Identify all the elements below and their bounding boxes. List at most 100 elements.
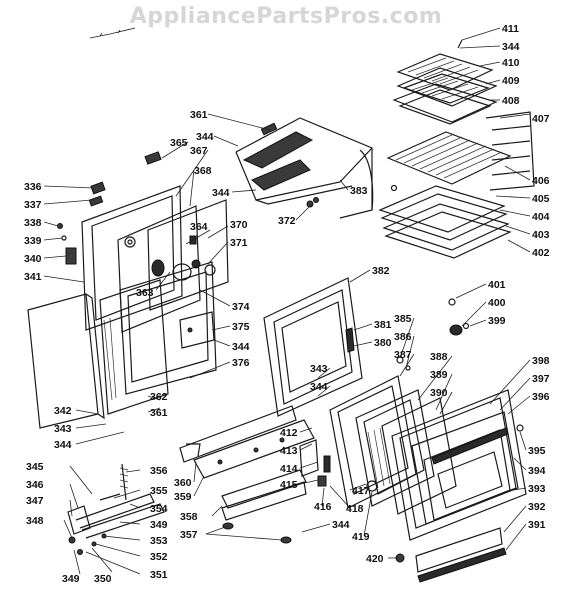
callout-420: 420 [366, 553, 384, 565]
callout-394: 394 [528, 465, 546, 477]
callout-410: 410 [502, 57, 520, 69]
callout-361: 361 [190, 109, 208, 121]
callout-385: 385 [394, 313, 412, 325]
broiler-pan-group [392, 39, 498, 125]
callout-342: 342 [54, 405, 72, 417]
leader-lines [43, 27, 531, 575]
callout-359: 359 [174, 491, 192, 503]
callout-351: 351 [150, 569, 168, 581]
callout-387: 387 [394, 349, 412, 361]
callout-401: 401 [488, 279, 506, 291]
callout-407: 407 [532, 113, 550, 125]
callout-398: 398 [532, 355, 550, 367]
callout-405: 405 [532, 193, 550, 205]
callout-350: 350 [94, 573, 112, 585]
callout-354: 354 [150, 503, 168, 515]
callout-367: 367 [190, 145, 208, 157]
hinge-mechanism-group [67, 463, 165, 555]
callout-382: 382 [372, 265, 390, 277]
callout-414: 414 [280, 463, 298, 475]
callout-340: 340 [24, 253, 42, 265]
callout-349: 349 [150, 519, 168, 531]
callout-383: 383 [350, 185, 368, 197]
callout-344: 344 [196, 131, 214, 143]
knob-hardware-group [448, 298, 470, 336]
callout-386: 386 [394, 331, 412, 343]
callout-339: 339 [24, 235, 42, 247]
kick-panel-group [415, 527, 507, 583]
callout-415: 415 [280, 479, 298, 491]
callout-343: 343 [310, 363, 328, 375]
callout-372: 372 [278, 215, 296, 227]
callout-396: 396 [532, 391, 550, 403]
callout-402: 402 [532, 247, 550, 259]
callout-355: 355 [150, 485, 168, 497]
callout-413: 413 [280, 445, 298, 457]
callout-374: 374 [232, 301, 250, 313]
header-scribble [89, 27, 136, 39]
callout-389: 389 [430, 369, 448, 381]
callout-352: 352 [150, 551, 168, 563]
callout-412: 412 [280, 427, 298, 439]
callout-381: 381 [374, 319, 392, 331]
callout-344: 344 [502, 41, 520, 53]
callout-411: 411 [502, 23, 519, 35]
callout-409: 409 [502, 75, 520, 87]
callout-400: 400 [488, 297, 506, 309]
callout-344: 344 [332, 519, 350, 531]
callout-364: 364 [190, 221, 208, 233]
callout-408: 408 [502, 95, 520, 107]
callout-392: 392 [528, 501, 546, 513]
callout-356: 356 [150, 465, 168, 477]
door-glass-group [329, 356, 457, 515]
callout-344: 344 [54, 439, 72, 451]
callout-353: 353 [150, 535, 168, 547]
callout-360: 360 [174, 477, 192, 489]
callout-403: 403 [532, 229, 550, 241]
callout-363: 363 [136, 287, 154, 299]
callout-380: 380 [374, 337, 392, 349]
callout-406: 406 [532, 175, 550, 187]
callout-375: 375 [232, 321, 250, 333]
callout-347: 347 [26, 495, 44, 507]
callout-358: 358 [180, 511, 198, 523]
callout-348: 348 [26, 515, 44, 527]
callout-labels: 411 344 410 409 408 407 406 405 404 403 … [24, 23, 550, 585]
callout-349: 349 [62, 573, 80, 585]
callout-371: 371 [230, 237, 248, 249]
callout-346: 346 [26, 479, 44, 491]
rack-support-407 [485, 111, 535, 191]
callout-357: 357 [180, 529, 198, 541]
callout-361: 361 [150, 407, 168, 419]
callout-417: 417 [352, 485, 370, 497]
callout-345: 345 [26, 461, 44, 473]
callout-404: 404 [532, 211, 550, 223]
callout-418: 418 [346, 503, 364, 515]
top-vent-assembly [235, 117, 374, 219]
callout-393: 393 [528, 483, 546, 495]
callout-365: 365 [170, 137, 188, 149]
outer-door-group [391, 389, 527, 541]
callout-362: 362 [150, 391, 168, 403]
oven-bottom-group [378, 184, 512, 259]
callout-368: 368 [194, 165, 212, 177]
callout-419: 419 [352, 531, 370, 543]
oven-rack-406 [386, 131, 512, 185]
control-panel-group [57, 185, 229, 333]
small-hardware-top [88, 151, 319, 208]
callout-344: 344 [232, 341, 250, 353]
oven-door-liner-382 [263, 277, 363, 417]
callout-416: 416 [314, 501, 332, 513]
callout-395: 395 [528, 445, 546, 457]
callout-341: 341 [24, 271, 42, 283]
callout-391: 391 [528, 519, 546, 531]
callout-343: 343 [54, 423, 72, 435]
callout-390: 390 [430, 387, 448, 399]
callout-388: 388 [430, 351, 448, 363]
callout-397: 397 [532, 373, 550, 385]
callout-344: 344 [310, 381, 328, 393]
callout-337: 337 [24, 199, 42, 211]
callout-344: 344 [212, 187, 230, 199]
callout-338: 338 [24, 217, 42, 229]
